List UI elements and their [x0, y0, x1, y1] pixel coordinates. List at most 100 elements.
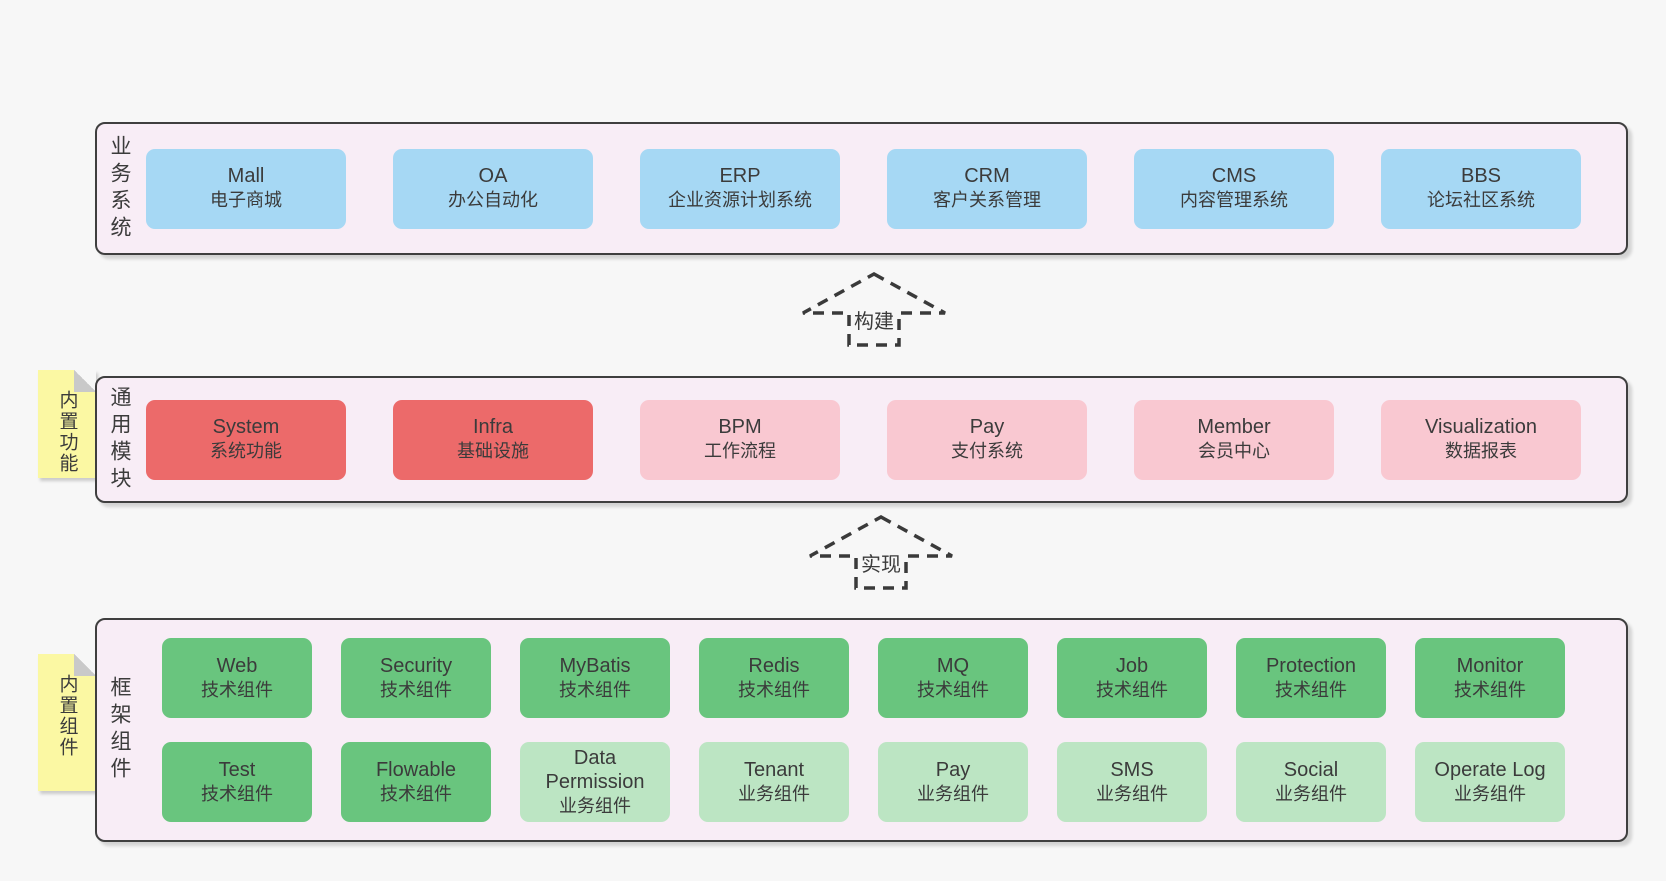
box-visualization: Visualization 数据报表	[1381, 399, 1581, 480]
sticky-label: 内置功能	[56, 390, 78, 474]
box-subtitle: 技术组件	[1454, 679, 1526, 700]
box-title: BBS	[1460, 165, 1502, 187]
box-subtitle: 业务组件	[1275, 783, 1347, 804]
box-subtitle: 业务组件	[1454, 783, 1526, 804]
box-pay: Pay 支付系统	[887, 399, 1087, 480]
folded-corner-icon	[74, 370, 96, 392]
box-subtitle: 技术组件	[559, 679, 631, 700]
box-subtitle: 内容管理系统	[1180, 190, 1288, 210]
arrow-label: 构建	[851, 305, 897, 334]
box-title: MQ	[936, 654, 970, 677]
band-title: 通用模块	[108, 385, 131, 494]
box-subtitle: 技术组件	[380, 783, 452, 804]
box-title: OA	[478, 165, 508, 187]
box-title: Visualization	[1425, 416, 1537, 438]
box-subtitle: 业务组件	[738, 783, 810, 804]
box-subtitle: 业务组件	[917, 783, 989, 804]
box-member: Member 会员中心	[1134, 399, 1334, 480]
box-subtitle: 业务组件	[559, 795, 631, 816]
box-subtitle: 工作流程	[704, 441, 776, 461]
box-title: Social	[1283, 758, 1339, 781]
sticky-note-builtin-components: 内置组件	[38, 654, 96, 791]
box-cms: CMS 内容管理系统	[1134, 148, 1334, 229]
box-subtitle: 客户关系管理	[933, 190, 1041, 210]
box-title: CMS	[1211, 165, 1257, 187]
box-title: Pay	[935, 758, 971, 781]
box-title: Member	[1197, 416, 1271, 438]
box-oa: OA 办公自动化	[393, 148, 593, 229]
box-subtitle: 技术组件	[1096, 679, 1168, 700]
box-bbs: BBS 论坛社区系统	[1381, 148, 1581, 229]
box-subtitle: 技术组件	[917, 679, 989, 700]
box-subtitle: 办公自动化	[448, 190, 538, 210]
box-title: Mall	[227, 165, 265, 187]
box-title: System	[212, 416, 280, 438]
box-title: Data Permission	[545, 746, 645, 793]
box-title: Security	[379, 654, 453, 677]
band-title: 框架组件	[108, 676, 131, 784]
box-title: MyBatis	[559, 654, 631, 677]
sticky-note-builtin-features: 内置功能	[38, 370, 96, 478]
box-mall: Mall 电子商城	[146, 148, 346, 229]
box-title: Monitor	[1456, 654, 1524, 677]
box-subtitle: 技术组件	[380, 679, 452, 700]
box-title: BPM	[718, 416, 762, 438]
box-subtitle: 技术组件	[201, 783, 273, 804]
box-subtitle: 技术组件	[1275, 679, 1347, 700]
box-subtitle: 支付系统	[951, 441, 1023, 461]
box-bpm: BPM 工作流程	[640, 399, 840, 480]
arrow-build: 构建	[799, 271, 949, 347]
box-title: Job	[1115, 654, 1149, 677]
box-subtitle: 论坛社区系统	[1427, 190, 1535, 210]
box-title: Redis	[748, 654, 800, 677]
folded-corner-icon	[74, 654, 96, 676]
box-subtitle: 电子商城	[210, 190, 282, 210]
box-title: Flowable	[375, 758, 457, 781]
box-subtitle: 业务组件	[1096, 783, 1168, 804]
box-subtitle: 数据报表	[1445, 441, 1517, 461]
arrow-label: 实现	[858, 548, 904, 577]
box-subtitle: 系统功能	[210, 441, 282, 461]
box-title: Tenant	[743, 758, 805, 781]
box-subtitle: 技术组件	[201, 679, 273, 700]
arrow-implement: 实现	[806, 514, 956, 590]
box-subtitle: 基础设施	[457, 441, 529, 461]
box-title: Operate Log	[1434, 758, 1546, 781]
box-title: Test	[218, 758, 256, 781]
box-title: Web	[216, 654, 258, 677]
box-system: System 系统功能	[146, 399, 346, 480]
box-title: Pay	[969, 416, 1005, 438]
box-subtitle: 会员中心	[1198, 441, 1270, 461]
box-title: Protection	[1265, 654, 1357, 677]
sticky-label: 内置组件	[56, 674, 78, 758]
box-title: SMS	[1110, 758, 1154, 781]
